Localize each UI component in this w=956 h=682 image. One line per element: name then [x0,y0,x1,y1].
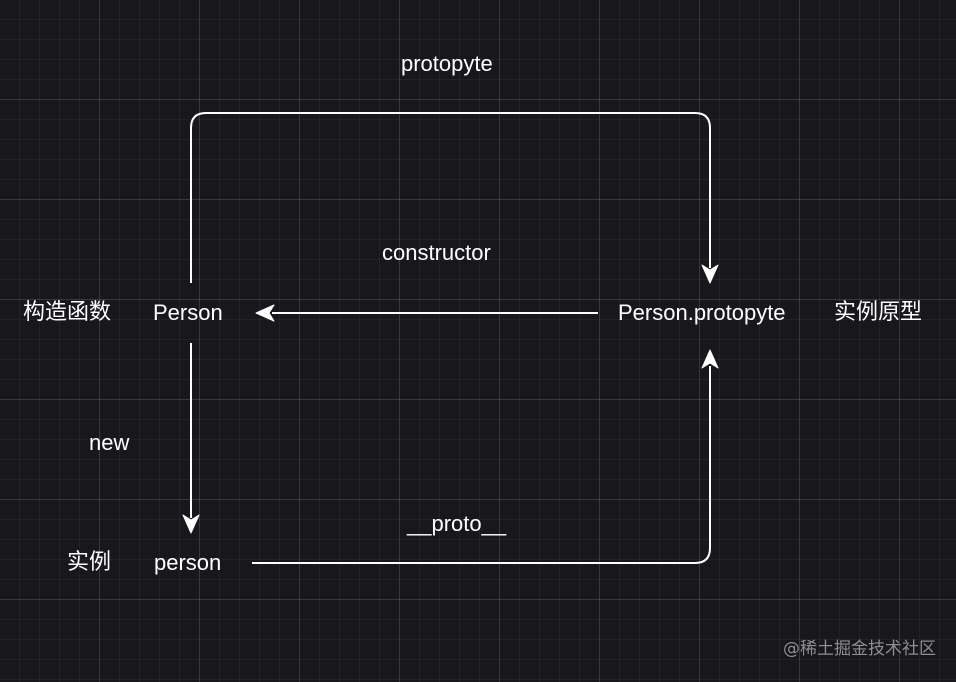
node-instance-description: 实例 [67,550,112,575]
edge-prototype-arrowhead [701,264,719,284]
edge-prototype [190,112,711,283]
edge-label-prototype: protopyte [401,51,493,76]
edge-label-proto: __proto__ [407,511,507,536]
node-constructor-description: 构造函数 [23,300,112,325]
edge-constructor-arrowhead [255,304,275,322]
edge-label-constructor: constructor [382,240,491,265]
node-instance-person: person [154,550,222,575]
watermark: @稀土掘金技术社区 [783,639,936,659]
edge-new-arrowhead [182,514,200,534]
edge-proto-arrowhead [701,349,719,369]
edge-proto [252,366,711,564]
node-prototype-description: 实例原型 [834,300,923,325]
node-constructor-person: Person [153,300,223,325]
node-person-prototype: Person.protopyte [618,300,786,325]
edge-label-new: new [89,430,130,455]
